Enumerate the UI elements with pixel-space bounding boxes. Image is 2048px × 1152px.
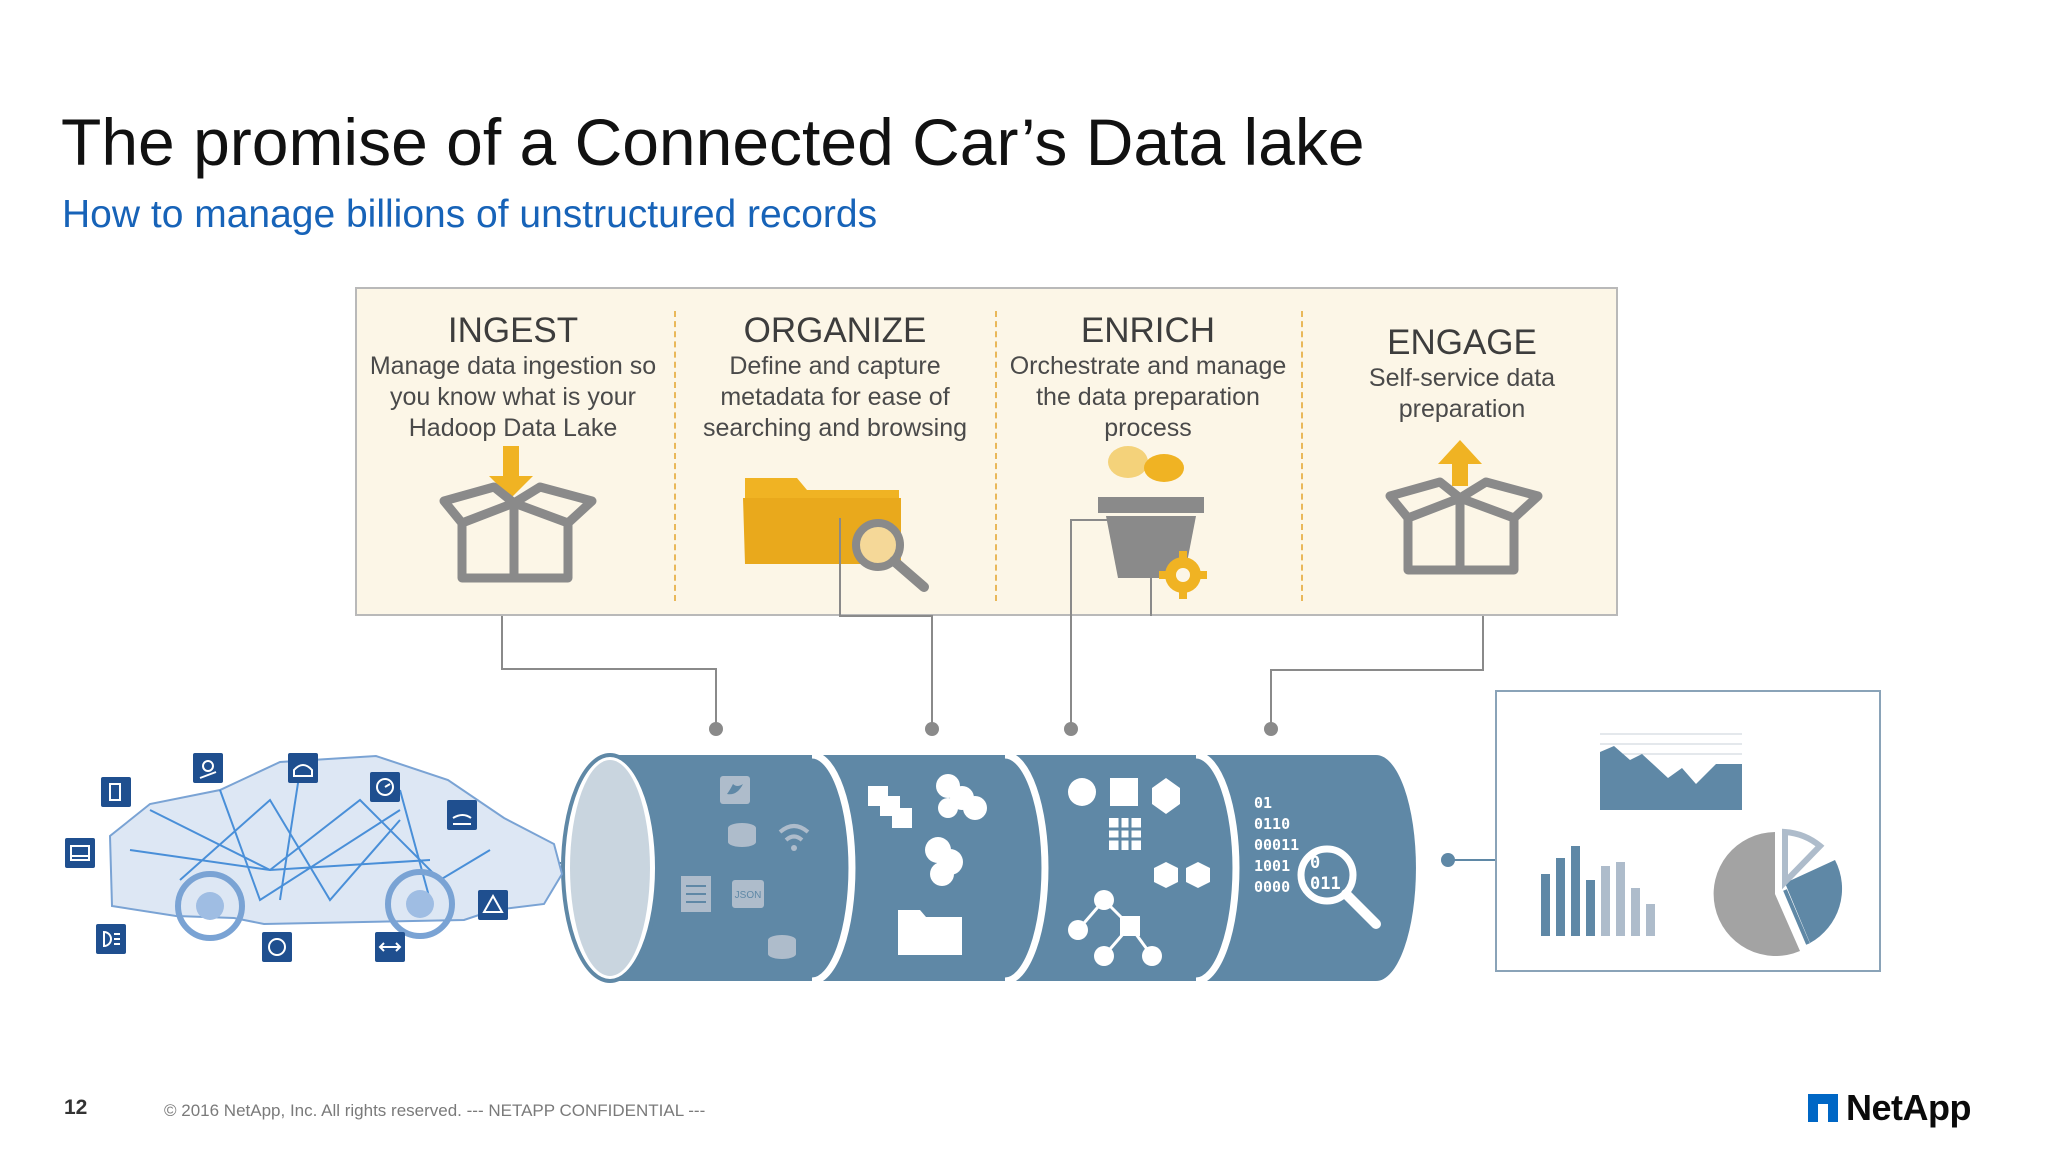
stage-engage-title: ENGAGE <box>1387 323 1537 362</box>
connector-dots <box>709 722 1278 736</box>
binary-overlay-line: 0 <box>1310 853 1321 873</box>
stage-organize-description: Define and capture metadata for ease of … <box>702 352 968 442</box>
stage-engage: ENGAGE Self-service data preparation <box>1317 323 1607 425</box>
binary-lines: 01 0110 00011 1001 0000 <box>1254 793 1299 898</box>
box-upload-icon <box>1385 440 1543 575</box>
stage-organize: ORGANIZE Define and capture metadata for… <box>682 311 988 444</box>
json-label: JSON <box>735 890 762 901</box>
slide-title: The promise of a Connected Car’s Data la… <box>61 105 1365 179</box>
stage-engage-description: Self-service data preparation <box>1368 364 1556 423</box>
data-blocks-icons <box>868 774 987 955</box>
slide-subtitle: How to manage billions of unstructured r… <box>62 193 878 236</box>
stage-enrich: ENRICH Orchestrate and manage the data p… <box>1007 311 1289 444</box>
data-lake-pipeline <box>561 751 1416 985</box>
stage-organize-title: ORGANIZE <box>743 311 927 350</box>
stage-divider <box>674 311 676 601</box>
stage-ingest-title: INGEST <box>447 311 579 350</box>
stage-ingest-description: Manage data ingestion so you know what i… <box>369 352 657 442</box>
binary-line: 01 <box>1254 794 1273 812</box>
netapp-logo: NetApp <box>1808 1086 1972 1130</box>
binary-line: 00011 <box>1254 836 1300 854</box>
analytics-dashboard <box>1495 690 1881 972</box>
box-download-icon <box>439 446 597 583</box>
social-media-icons <box>681 776 810 959</box>
connected-car-illustration <box>108 754 564 941</box>
page-number: 12 <box>64 1096 88 1119</box>
stage-ingest: INGEST Manage data ingestion so you know… <box>363 311 663 444</box>
stage-enrich-title: ENRICH <box>1080 311 1216 350</box>
binary-line: 0000 <box>1254 878 1291 896</box>
connector-lines <box>501 518 1484 729</box>
stage-enrich-description: Orchestrate and manage the data preparat… <box>1009 352 1287 442</box>
binary-line: 1001 <box>1254 857 1291 875</box>
grid-lines <box>1109 818 1141 850</box>
netapp-logo-text: NetApp <box>1846 1087 1972 1128</box>
folder-search-icon <box>743 478 929 592</box>
magnified-binary: 0 011 <box>1310 853 1341 895</box>
stage-divider <box>995 311 997 601</box>
copyright-notice: © 2016 NetApp, Inc. All rights reserved.… <box>164 1101 706 1120</box>
plant-gear-icon <box>1098 446 1207 599</box>
binary-search-icon <box>1297 845 1381 929</box>
binary-line: 0110 <box>1254 815 1291 833</box>
node-links <box>1076 898 1154 957</box>
stage-divider <box>1301 311 1303 601</box>
binary-overlay-line: 011 <box>1310 874 1341 894</box>
vehicle-sensor-icons <box>65 753 508 962</box>
netapp-logo-mark <box>1808 1094 1838 1122</box>
